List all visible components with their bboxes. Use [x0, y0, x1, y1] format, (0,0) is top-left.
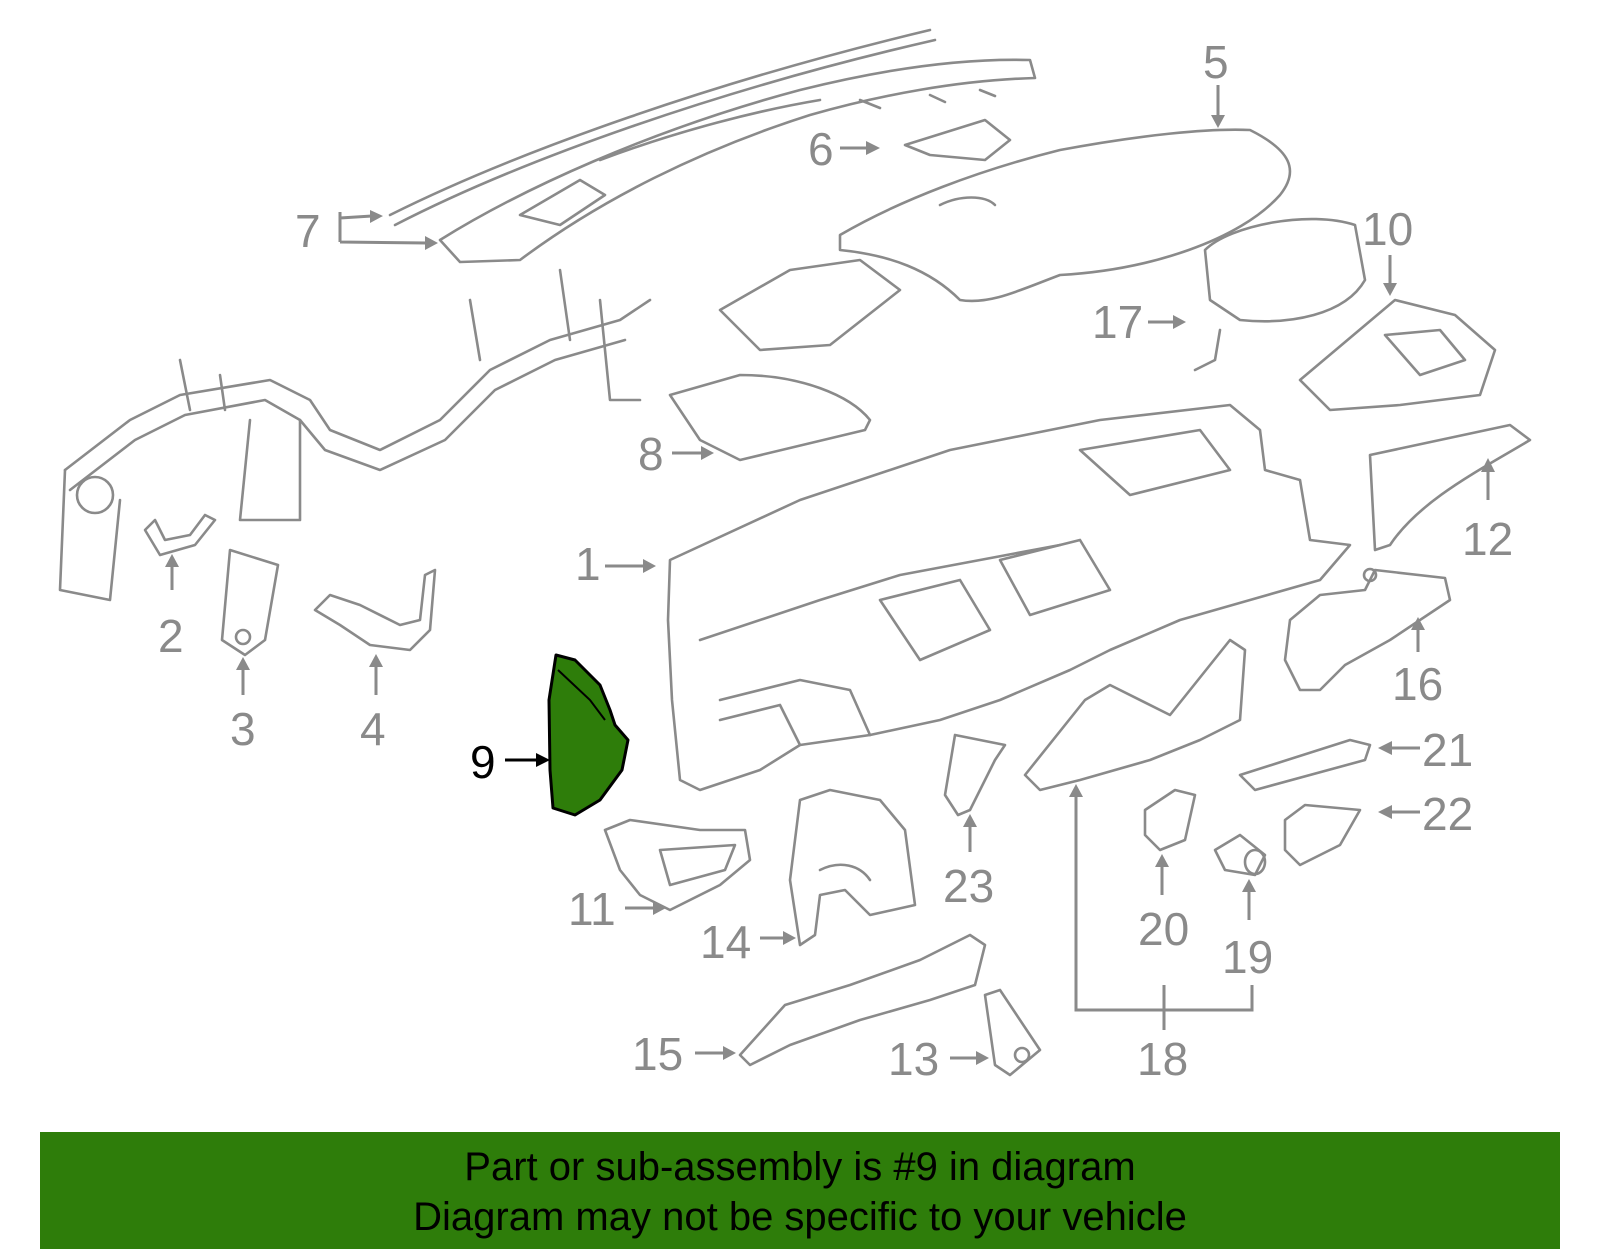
part-10-air-vent[interactable] [1298, 298, 1497, 412]
callout-9: 9 [470, 736, 496, 788]
part-13-bracket[interactable] [983, 988, 1042, 1077]
part-9-highlighted-panel[interactable] [547, 653, 630, 817]
part-6-trim-panel[interactable] [903, 118, 1012, 162]
parts-diagram: 1 2 3 4 5 6 7 8 9 10 11 12 13 14 15 16 1… [58, 28, 1532, 1085]
callout-6: 6 [808, 123, 834, 175]
callout-17: 17 [1092, 296, 1143, 348]
part-14-column-cover[interactable] [788, 788, 917, 947]
part-8-cover[interactable] [668, 373, 872, 462]
callout-10: 10 [1362, 203, 1413, 255]
part-4-bracket[interactable] [313, 568, 437, 652]
callout-20: 20 [1138, 903, 1189, 955]
callout-4: 4 [360, 703, 386, 755]
callout-8: 8 [638, 428, 664, 480]
callout-arrows [165, 85, 1495, 1065]
banner-line-2: Diagram may not be specific to your vehi… [413, 1195, 1187, 1239]
part-2-bracket[interactable] [143, 513, 217, 557]
part-1-instrument-panel-carrier[interactable] [666, 403, 1352, 792]
part-12-end-panel[interactable] [1368, 423, 1532, 552]
part-15-knee-bolster[interactable] [738, 933, 987, 1067]
part-21-trim-strip[interactable] [1238, 738, 1372, 792]
callout-19: 19 [1222, 931, 1273, 983]
callout-labels: 1 2 3 4 5 6 7 8 9 10 11 12 13 14 15 16 1… [158, 36, 1513, 1085]
callout-15: 15 [632, 1028, 683, 1080]
callout-1: 1 [575, 538, 601, 590]
part-7-defroster-panel[interactable] [388, 28, 1037, 264]
callout-18: 18 [1137, 1033, 1188, 1085]
part-16-side-panel[interactable] [1283, 567, 1452, 692]
callout-7: 7 [295, 205, 321, 257]
callout-22: 22 [1422, 788, 1473, 840]
callout-12: 12 [1462, 513, 1513, 565]
callout-14: 14 [700, 916, 751, 968]
callout-3: 3 [230, 703, 256, 755]
callout-2: 2 [158, 610, 184, 662]
part-11-bezel[interactable] [603, 818, 752, 912]
cross-car-beam [58, 268, 652, 602]
part-5-upper-pad[interactable] [718, 128, 1292, 352]
banner-line-1: Part or sub-assembly is #9 in diagram [464, 1145, 1136, 1189]
part-17-airbag-module[interactable] [1193, 217, 1367, 372]
part-20-clip[interactable] [1143, 788, 1197, 852]
info-banner: Part or sub-assembly is #9 in diagram Di… [40, 1132, 1560, 1249]
callout-23: 23 [943, 860, 994, 912]
callout-21: 21 [1422, 724, 1473, 776]
part-3-bracket[interactable] [220, 548, 280, 657]
part-22-switch[interactable] [1283, 803, 1362, 867]
part-23-trim-panel[interactable] [943, 733, 1007, 817]
callout-16: 16 [1392, 658, 1443, 710]
callout-5: 5 [1203, 36, 1229, 88]
callout-11: 11 [568, 883, 616, 935]
callout-13: 13 [888, 1033, 939, 1085]
part-19-outlet[interactable] [1213, 833, 1267, 877]
part-18-lower-trim[interactable] [1023, 638, 1247, 792]
